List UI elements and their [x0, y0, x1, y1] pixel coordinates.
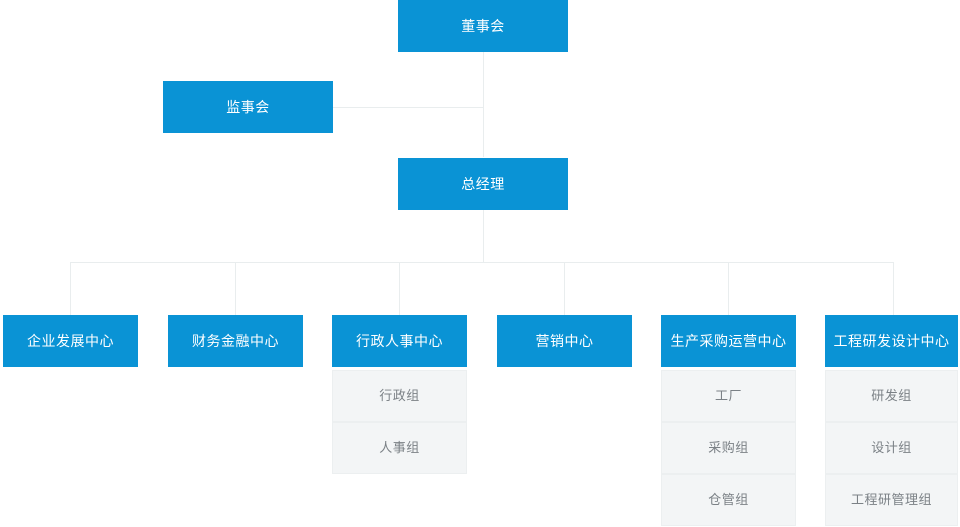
- node-label: 监事会: [226, 98, 270, 115]
- node-subdepartment-6-1[interactable]: 研发组: [825, 370, 958, 422]
- node-board-of-supervisors[interactable]: 监事会: [163, 81, 333, 133]
- node-label: 行政组: [379, 388, 420, 404]
- node-label: 财务金融中心: [192, 332, 279, 349]
- connector-drop-3: [399, 262, 400, 315]
- node-label: 采购组: [708, 440, 749, 456]
- node-label: 营销中心: [535, 332, 594, 349]
- connector-board-to-gm: [483, 52, 484, 157]
- connector-drop-1: [70, 262, 71, 315]
- node-department-5[interactable]: 生产采购运营中心: [661, 315, 796, 367]
- node-label: 工程研管理组: [850, 492, 932, 508]
- node-subdepartment-6-3[interactable]: 工程研管理组: [825, 474, 958, 526]
- node-label: 总经理: [461, 175, 505, 192]
- node-department-3[interactable]: 行政人事中心: [332, 315, 467, 367]
- node-label: 设计组: [871, 440, 912, 456]
- connector-supervisors-branch: [333, 107, 484, 108]
- node-label: 人事组: [379, 440, 420, 456]
- node-department-4[interactable]: 营销中心: [497, 315, 632, 367]
- node-label: 企业发展中心: [27, 332, 114, 349]
- node-subdepartment-5-2[interactable]: 采购组: [661, 422, 796, 474]
- connector-drop-6: [893, 262, 894, 315]
- node-label: 行政人事中心: [356, 332, 443, 349]
- node-subdepartment-3-2[interactable]: 人事组: [332, 422, 467, 474]
- connector-drop-2: [235, 262, 236, 315]
- node-subdepartment-5-1[interactable]: 工厂: [661, 370, 796, 422]
- node-department-1[interactable]: 企业发展中心: [3, 315, 138, 367]
- node-subdepartment-6-2[interactable]: 设计组: [825, 422, 958, 474]
- node-subdepartment-5-3[interactable]: 仓管组: [661, 474, 796, 526]
- connector-drop-5: [728, 262, 729, 315]
- node-board-of-directors[interactable]: 董事会: [398, 0, 568, 52]
- node-label: 仓管组: [708, 492, 749, 508]
- node-label: 工厂: [714, 388, 742, 404]
- node-label: 董事会: [461, 17, 505, 34]
- node-label: 工程研发设计中心: [833, 332, 950, 349]
- node-label: 生产采购运营中心: [670, 332, 787, 349]
- node-department-2[interactable]: 财务金融中心: [168, 315, 303, 367]
- node-subdepartment-3-1[interactable]: 行政组: [332, 370, 467, 422]
- connector-gm-to-bus: [483, 210, 484, 263]
- node-label: 研发组: [871, 388, 912, 404]
- node-general-manager[interactable]: 总经理: [398, 158, 568, 210]
- node-department-6[interactable]: 工程研发设计中心: [825, 315, 958, 367]
- connector-department-bus: [70, 262, 893, 263]
- connector-drop-4: [564, 262, 565, 315]
